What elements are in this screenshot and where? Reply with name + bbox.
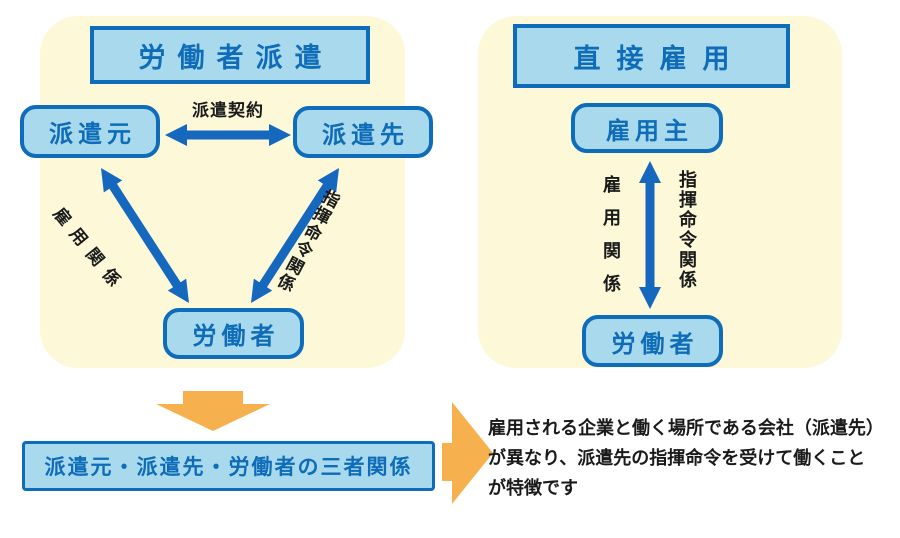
- description-line: が異なり、派遣先の指揮命令を受けて働くこと: [488, 448, 866, 468]
- command-relation-label-right: 指揮命令関係: [677, 170, 697, 290]
- employment-relation-label-right: 雇用関係: [601, 175, 621, 307]
- contract-label: 派遣契約: [192, 101, 264, 120]
- worker-node-right: 労働者: [582, 315, 723, 367]
- three-party-summary-box: 派遣元・派遣先・労働者の三者関係: [22, 441, 435, 491]
- direct-employment-title: 直接雇用: [513, 24, 790, 88]
- description-line: が特徴です: [488, 478, 578, 498]
- description-text: 雇用される企業と働く場所である会社（派遣先） が異なり、派遣先の指揮命令を受けて…: [488, 413, 896, 503]
- dispatch-client-node: 派遣先: [293, 106, 433, 158]
- down-arrow-icon: [156, 391, 270, 431]
- right-arrow-icon: [442, 402, 493, 504]
- description-line: 雇用される企業と働く場所である会社（派遣先）: [488, 418, 884, 438]
- worker-node-left: 労働者: [163, 308, 304, 359]
- worker-dispatch-title: 労働者派遣: [90, 26, 370, 84]
- employer-node: 雇用主: [571, 103, 723, 153]
- dispatch-agency-node: 派遣元: [20, 105, 160, 158]
